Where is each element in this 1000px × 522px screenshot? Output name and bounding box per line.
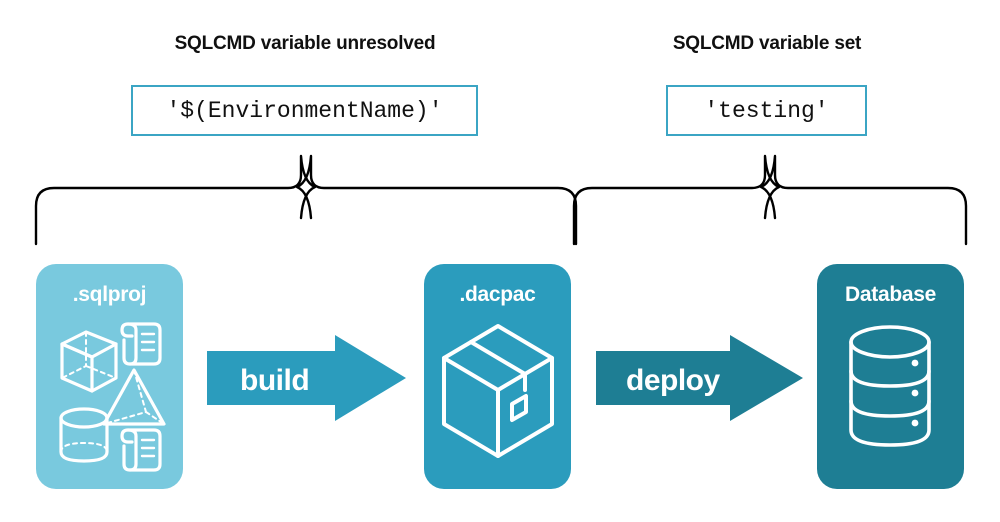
database-cylinder-icon <box>849 325 931 447</box>
dacpac-artwork <box>442 324 554 458</box>
brace-unresolved-wrapper <box>30 148 582 253</box>
stage-card-label-database: Database <box>845 283 936 306</box>
stage-card-label-sqlproj: .sqlproj <box>72 283 147 306</box>
transition-arrow-deploy[interactable]: deploy <box>596 333 804 428</box>
curly-brace-set-icon <box>572 154 968 246</box>
cylinder-icon <box>59 407 109 463</box>
scroll-icon <box>120 322 162 366</box>
stage-card-label-dacpac: .dacpac <box>459 283 536 306</box>
variable-value-box-unresolved: '$(EnvironmentName)' <box>131 85 478 136</box>
group-heading-set: SQLCMD variable set <box>672 33 862 54</box>
pyramid-icon <box>102 368 166 426</box>
curly-brace-unresolved-icon <box>34 154 578 246</box>
cube-icon <box>60 330 118 393</box>
group-heading-unresolved: SQLCMD variable unresolved <box>174 33 436 54</box>
package-box-icon <box>442 324 554 458</box>
stage-card-dacpac[interactable]: .dacpac <box>424 264 571 489</box>
arrow-right-icon <box>596 335 803 421</box>
sqlproj-artwork <box>59 322 166 472</box>
stage-card-database[interactable]: Database <box>817 264 964 489</box>
database-artwork <box>849 325 931 447</box>
transition-arrow-build[interactable]: build <box>207 333 407 428</box>
arrow-right-icon <box>207 335 406 421</box>
brace-set-wrapper <box>568 148 972 253</box>
variable-value-text-set: 'testing' <box>704 97 829 124</box>
variable-value-text-unresolved: '$(EnvironmentName)' <box>166 97 443 124</box>
stage-card-sqlproj[interactable]: .sqlproj <box>36 264 183 489</box>
variable-value-box-set: 'testing' <box>666 85 867 136</box>
scroll-icon <box>120 428 162 472</box>
